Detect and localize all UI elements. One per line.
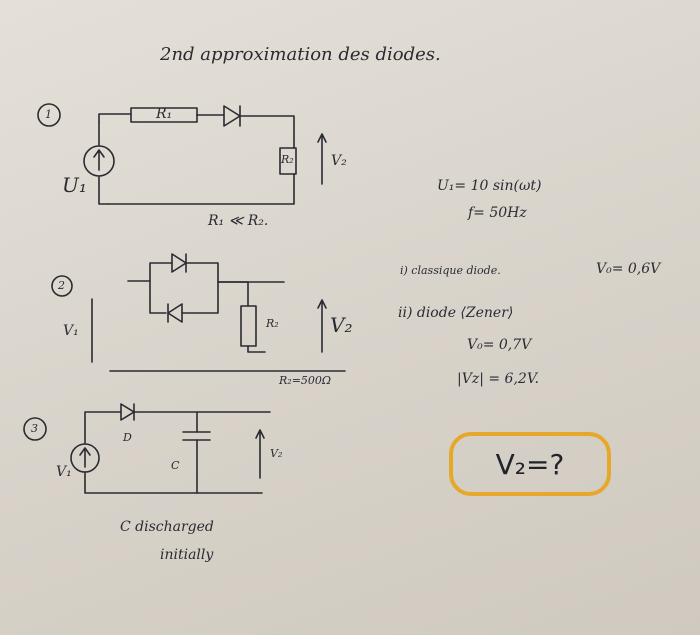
- circuit-2-resistor-label: R₂: [266, 317, 279, 330]
- circuit-2-note: R₂=500Ω: [279, 374, 332, 387]
- circuit-2: [51, 253, 346, 372]
- circuit-2-output-label: V₂: [330, 313, 353, 337]
- case-1-label: i) classique diode.: [400, 264, 501, 277]
- circuit-3-number: 3: [31, 422, 38, 435]
- circuit-1-source-wire: [98, 121, 109, 205]
- circuit-1-note: R₁ ≪ R₂.: [208, 213, 269, 229]
- circuit-3-source-down: [84, 471, 263, 494]
- circuit-3-diode: [120, 403, 135, 421]
- circuit-2-diode-forward: [171, 253, 187, 273]
- circuit-3-diode-label: D: [123, 431, 132, 444]
- circuit-2-upper-branch: [185, 262, 219, 283]
- circuit-2-lower-branch-right: [181, 281, 249, 314]
- circuit-3-note-line2: initially: [160, 547, 214, 563]
- given-frequency: f= 50Hz: [468, 205, 527, 221]
- circuit-1-r1-label: R₁: [156, 106, 173, 122]
- circuit-2-resistor-down: [247, 345, 266, 353]
- circuit-1-wire-r2-down: [107, 173, 295, 205]
- circuit-1-top-wire: [98, 113, 132, 123]
- case-2-label: ii) diode ⟨Zener⟩: [398, 305, 514, 321]
- page-title: 2nd approximation des diodes.: [160, 44, 441, 65]
- circuit-3-note-line1: C discharged: [120, 519, 214, 535]
- circuit-2-lower-branch-left: [149, 280, 167, 314]
- circuit-2-output-arrow: [317, 299, 327, 353]
- case-2-threshold: V₀= 0,7V: [467, 337, 532, 353]
- circuit-1-r2-label: R₂: [281, 153, 294, 166]
- circuit-3-source-label: V₁: [56, 464, 72, 480]
- circuit-3-top-wire-left: [84, 411, 122, 444]
- circuit-2-resistor: [240, 305, 257, 347]
- circuit-2-source-label: V₁: [63, 323, 79, 339]
- question-text: V₂=?: [495, 447, 565, 481]
- circuit-3-output-label: V₂: [270, 447, 283, 460]
- circuit-3-output-arrow: [255, 429, 265, 479]
- circuit-1-number: 1: [45, 108, 52, 121]
- circuit-1-diode: [223, 105, 241, 127]
- circuit-3-capacitor-plates: [182, 431, 211, 441]
- circuit-1-source-arrow: [93, 149, 105, 171]
- circuit-1-wire-right: [239, 115, 295, 149]
- question-highlight: V₂=?: [449, 432, 611, 496]
- circuit-1-number-circle: [37, 103, 61, 127]
- circuit-1-resistor-r2: [279, 147, 297, 175]
- circuit-2-number: 2: [58, 279, 65, 292]
- circuit-1-source-label: U₁: [62, 173, 87, 197]
- circuit-2-number-circle: [51, 275, 73, 297]
- circuit-2-top-left-wire: [127, 262, 173, 282]
- circuit-1: [37, 103, 327, 205]
- circuit-3-number-circle: [23, 417, 47, 441]
- circuit-3: [23, 403, 271, 494]
- case-2-zener-voltage: |Vz| = 6,2V.: [457, 371, 539, 387]
- circuit-3-source-arrow: [79, 447, 91, 468]
- circuit-3-capacitor-label: C: [171, 459, 180, 472]
- circuit-1-voltage-source: [83, 145, 115, 177]
- case-1-threshold: V₀= 0,6V: [596, 261, 661, 277]
- given-source-equation: U₁= 10 sin(ωt): [437, 178, 542, 194]
- circuit-1-output-arrow: [317, 133, 327, 185]
- circuit-2-diode-reverse: [167, 303, 183, 323]
- circuit-1-output-label: V₂: [331, 153, 347, 169]
